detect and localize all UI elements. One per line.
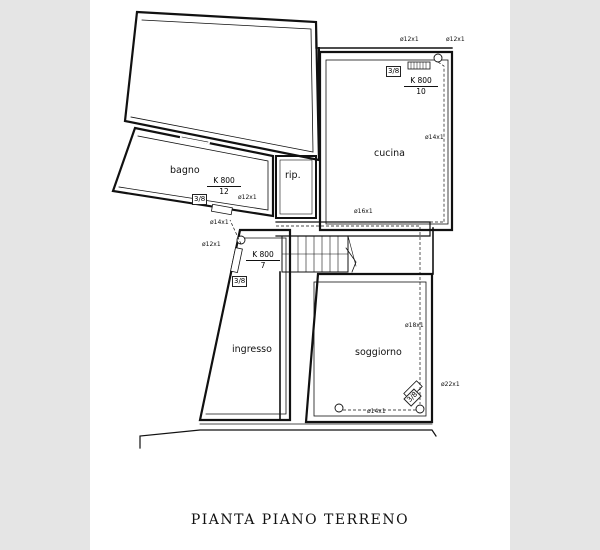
pipe-label-10: ø14x1 bbox=[367, 408, 386, 415]
radiator-k-bagno: K 800 bbox=[207, 176, 241, 187]
wall-bagno bbox=[111, 126, 275, 218]
wall-soggiorno bbox=[304, 272, 434, 424]
valve-cucina bbox=[433, 53, 443, 63]
valve-soggiorno bbox=[334, 403, 344, 413]
pipe-label-3: ø14x1 bbox=[425, 134, 444, 141]
pipe-label-8: ø18x1 bbox=[405, 322, 424, 329]
room-label-cucina: cucina bbox=[374, 148, 405, 159]
radiator-spec-cucina: K 800 10 bbox=[404, 76, 438, 97]
wall-cucina bbox=[318, 50, 454, 232]
pipe-label-5: ø12x1 bbox=[238, 194, 257, 201]
drawing-sheet bbox=[90, 0, 510, 550]
radiator-box-ingresso: 3/8 bbox=[232, 276, 248, 287]
radiator-spec-ingresso: K 800 7 bbox=[246, 250, 280, 271]
pipe-label-9: ø22x1 bbox=[441, 381, 460, 388]
radiator-n-cucina: 10 bbox=[416, 87, 426, 96]
drawing-title: PIANTA PIANO TERRENO bbox=[190, 512, 410, 528]
room-label-bagno: bagno bbox=[170, 165, 200, 176]
valve-soggiorno-corner bbox=[415, 404, 425, 414]
pipe-label-2: ø12x1 bbox=[446, 36, 465, 43]
wall-rip bbox=[275, 155, 317, 219]
radiator-spec-bagno: K 800 12 bbox=[207, 176, 241, 197]
radiator-box-bagno: 3/8 bbox=[192, 194, 208, 205]
radiator-box-cucina: 3/8 bbox=[386, 66, 402, 77]
wall-top-trapezoid bbox=[123, 10, 321, 162]
radiator-k-cucina: K 800 bbox=[404, 76, 438, 87]
wall-ingresso bbox=[198, 228, 292, 422]
pipe-label-1: ø12x1 bbox=[400, 36, 419, 43]
room-label-ingresso: ingresso bbox=[232, 344, 272, 355]
radiator-cucina bbox=[407, 61, 431, 70]
radiator-n-bagno: 12 bbox=[219, 187, 229, 196]
radiator-bagno bbox=[210, 203, 233, 216]
pipe-label-4: ø16x1 bbox=[354, 208, 373, 215]
pipe-label-7: ø12x1 bbox=[202, 241, 221, 248]
room-label-soggiorno: soggiorno bbox=[355, 347, 402, 358]
radiator-k-ingresso: K 800 bbox=[246, 250, 280, 261]
radiator-n-ingresso: 7 bbox=[260, 261, 266, 270]
radiator-ingresso bbox=[230, 247, 243, 274]
pipe-label-6: ø14x1 bbox=[210, 219, 229, 226]
floor-plan bbox=[111, 10, 454, 449]
room-label-rip: rip. bbox=[285, 170, 301, 181]
